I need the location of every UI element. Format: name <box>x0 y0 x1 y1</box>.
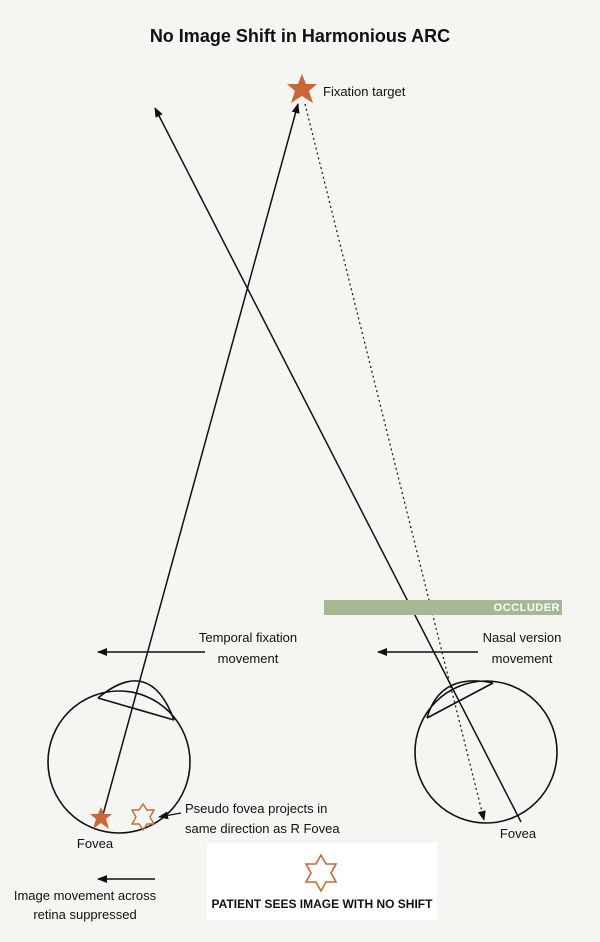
patient-sees-label: PATIENT SEES IMAGE WITH NO SHIFT <box>212 897 434 911</box>
temporal-fixation-label-line1: Temporal fixation <box>199 630 297 645</box>
right-eye-projection-line <box>154 107 522 823</box>
occluder-bar <box>324 600 562 615</box>
temporal-fixation-label-line2: movement <box>218 651 279 666</box>
image-movement-label-line1: Image movement across <box>14 888 157 903</box>
pseudo-fovea-label-line2: same direction as R Fovea <box>185 821 340 836</box>
image-movement-label-line2: retina suppressed <box>33 907 136 922</box>
right-fovea-label: Fovea <box>500 826 537 841</box>
patient-sees-box: PATIENT SEES IMAGE WITH NO SHIFT <box>207 843 437 920</box>
pseudo-fovea-pointer-arrow <box>158 811 182 820</box>
nasal-version-label-line2: movement <box>492 651 553 666</box>
left-eye-visual-axis <box>100 103 300 823</box>
right-eye <box>414 680 558 824</box>
diagram-title: No Image Shift in Harmonious ARC <box>150 26 450 46</box>
dotted-fixation-line <box>304 103 486 821</box>
pseudo-fovea-label-line1: Pseudo fovea projects in <box>185 801 327 816</box>
patient-sees-star-icon <box>304 853 338 893</box>
left-fovea-label: Fovea <box>77 836 114 851</box>
pseudo-fovea-star-icon <box>130 802 156 832</box>
left-eye <box>47 680 191 834</box>
occluder-label: OCCLUDER <box>494 602 560 614</box>
nasal-version-label-line1: Nasal version <box>483 630 562 645</box>
left-fovea-star-icon <box>90 807 112 829</box>
fixation-target-label: Fixation target <box>323 84 406 99</box>
fixation-target-star-icon <box>287 74 317 103</box>
